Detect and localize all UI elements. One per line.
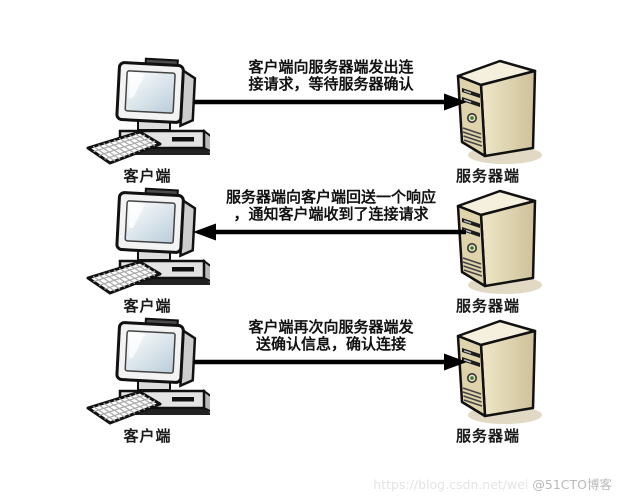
handshake-row: 服务器端向客户端回送一个响应 ，通知客户端收到了连接请求 客户端 服务器端 bbox=[0, 185, 619, 315]
message-line: 送确认信息，确认连接 bbox=[255, 335, 406, 353]
message-text: 客户端再次向服务器端发 送确认信息，确认连接 bbox=[200, 319, 462, 353]
message-line: 服务器端向客户端回送一个响应 bbox=[225, 188, 436, 206]
handshake-row: 客户端再次向服务器端发 送确认信息，确认连接 客户端 服务器端 bbox=[0, 315, 619, 445]
transfer-arrow-icon bbox=[194, 353, 467, 371]
server-label: 服务器端 bbox=[455, 167, 520, 185]
server-tower-icon bbox=[448, 187, 548, 297]
message-text: 客户端向服务器端发出连 接请求，等待服务器确认 bbox=[200, 59, 462, 93]
watermark-badge: @51CTO博客 bbox=[532, 477, 612, 492]
message-line: ，通知客户端收到了连接请求 bbox=[233, 205, 429, 223]
transfer-arrow-icon bbox=[193, 223, 466, 241]
message-line: 接请求，等待服务器确认 bbox=[248, 75, 414, 93]
watermark-url: https://blog.csdn.net/wei bbox=[373, 477, 529, 492]
server-label: 服务器端 bbox=[455, 297, 520, 315]
handshake-row: 客户端向服务器端发出连 接请求，等待服务器确认 客户端 服务器端 bbox=[0, 55, 619, 185]
client-label: 客户端 bbox=[123, 297, 172, 315]
transfer-arrow-icon bbox=[194, 93, 467, 111]
client-label: 客户端 bbox=[123, 167, 172, 185]
server-label: 服务器端 bbox=[455, 427, 520, 445]
server-tower-icon bbox=[448, 317, 548, 427]
server-tower-icon bbox=[448, 57, 548, 167]
watermark: https://blog.csdn.net/wei @51CTO博客 bbox=[373, 474, 612, 493]
message-line: 客户端向服务器端发出连 bbox=[248, 58, 414, 76]
message-text: 服务器端向客户端回送一个响应 ，通知客户端收到了连接请求 bbox=[200, 189, 462, 223]
client-label: 客户端 bbox=[123, 427, 172, 445]
message-line: 客户端再次向服务器端发 bbox=[248, 318, 414, 336]
